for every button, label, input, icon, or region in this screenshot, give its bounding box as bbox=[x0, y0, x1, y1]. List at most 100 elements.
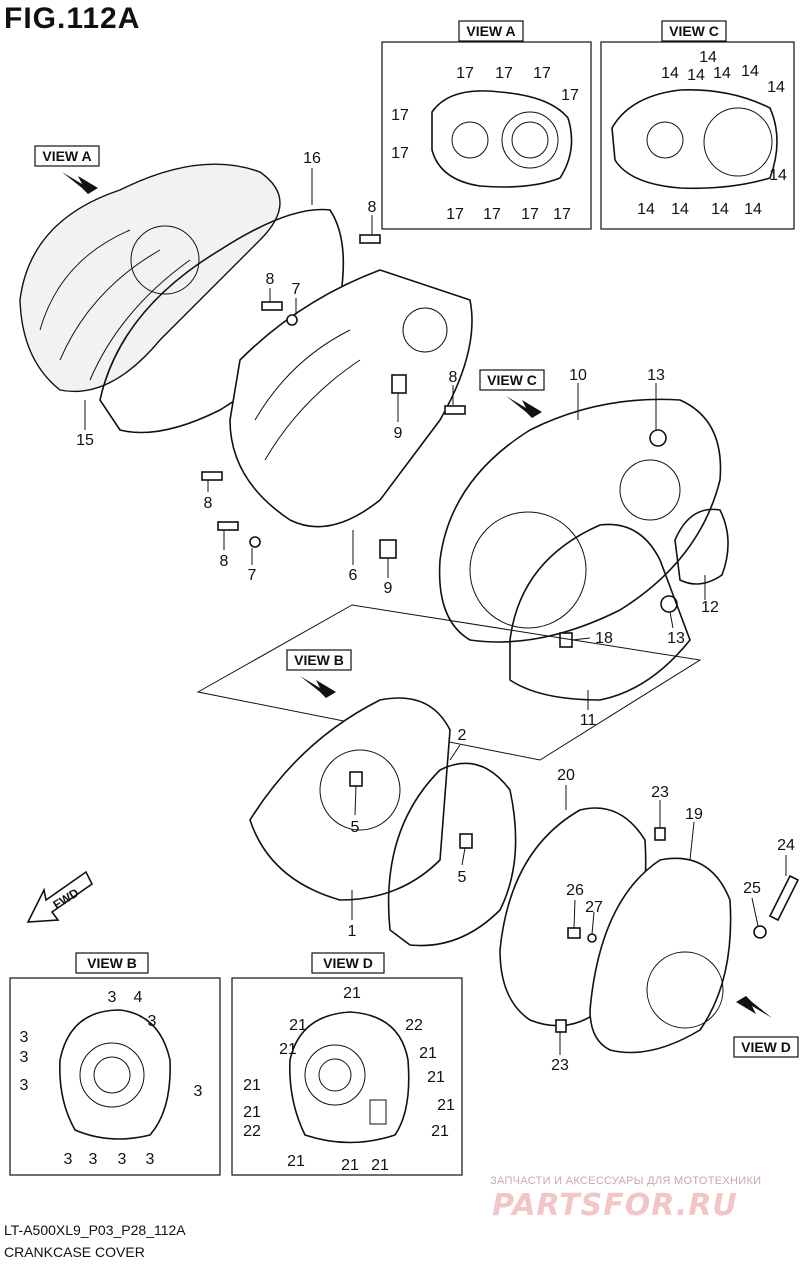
dowel-5-b bbox=[459, 833, 473, 849]
watermark-logo: PARTSFOR.RU bbox=[492, 1188, 738, 1223]
label-21-d2: 21 bbox=[289, 1017, 307, 1034]
view-d-inset: VIEW D bbox=[231, 952, 463, 1176]
label-7-b: 7 bbox=[248, 567, 257, 584]
label-24: 24 bbox=[777, 837, 795, 854]
washer-27 bbox=[587, 933, 597, 943]
dowel-9-upper bbox=[391, 374, 407, 394]
label-14-c2: 14 bbox=[661, 65, 679, 82]
label-21-d1: 21 bbox=[343, 985, 361, 1002]
view-a-tag-box bbox=[458, 20, 524, 42]
label-7-a: 7 bbox=[292, 281, 301, 298]
view-a-opening-left bbox=[451, 121, 489, 159]
plug-24 bbox=[768, 874, 800, 922]
bolt-8-a bbox=[359, 234, 381, 244]
label-17-a3: 17 bbox=[533, 65, 551, 82]
inner-cover-ribs bbox=[254, 329, 361, 461]
label-23-b: 23 bbox=[551, 1057, 569, 1074]
inner-cover-boss bbox=[402, 307, 448, 353]
label-17-a2: 17 bbox=[495, 65, 513, 82]
label-14-c6: 14 bbox=[767, 79, 785, 96]
forward-direction-arrow: FWD bbox=[26, 870, 94, 923]
label-17-a5: 17 bbox=[391, 107, 409, 124]
crankcase-cover-disc bbox=[319, 749, 401, 831]
bolt-26 bbox=[567, 927, 581, 939]
oil-seal-13-a bbox=[649, 429, 667, 447]
water-pump-cover bbox=[589, 857, 732, 1054]
label-17-a1: 17 bbox=[456, 65, 474, 82]
dowel-9-lower bbox=[379, 539, 397, 559]
label-21-d6: 21 bbox=[427, 1069, 445, 1086]
label-14-c8: 14 bbox=[637, 201, 655, 218]
view-d-tag-box bbox=[311, 952, 385, 974]
label-22-d2: 22 bbox=[243, 1123, 261, 1140]
bolt-8-c bbox=[444, 405, 466, 415]
washer-25 bbox=[753, 925, 767, 939]
figure-code: LT-A500XL9_P03_P28_112A bbox=[4, 1222, 186, 1238]
view-b-tag-box bbox=[75, 952, 149, 974]
view-d-disc-outer bbox=[304, 1044, 366, 1106]
label-12: 12 bbox=[701, 599, 719, 616]
label-21-d3: 21 bbox=[279, 1041, 297, 1058]
leader-lines bbox=[84, 168, 787, 1055]
outer-clutch-cover bbox=[19, 163, 281, 393]
label-8-d: 8 bbox=[204, 495, 213, 512]
label-8-e: 8 bbox=[220, 553, 229, 570]
view-d-cover bbox=[288, 1011, 410, 1144]
label-14-c11: 14 bbox=[744, 201, 762, 218]
label-2: 2 bbox=[458, 727, 467, 744]
dowel-23-a bbox=[654, 827, 666, 841]
label-6: 6 bbox=[349, 567, 358, 584]
view-a-tag: VIEW A bbox=[466, 23, 515, 39]
view-c-tag: VIEW C bbox=[669, 23, 719, 39]
label-3-b8: 3 bbox=[89, 1151, 98, 1168]
plug-18 bbox=[559, 632, 573, 648]
label-20: 20 bbox=[557, 767, 575, 784]
gasket-11 bbox=[509, 523, 691, 701]
outer-cover-gasket bbox=[99, 208, 345, 434]
dowel-5-a bbox=[349, 771, 363, 787]
label-21-d7: 21 bbox=[243, 1104, 261, 1121]
label-3-b4: 3 bbox=[20, 1049, 29, 1066]
label-14-c5: 14 bbox=[741, 63, 759, 80]
label-21-d11: 21 bbox=[341, 1157, 359, 1174]
label-15: 15 bbox=[76, 432, 94, 449]
label-13-b: 13 bbox=[667, 630, 685, 647]
label-21-d12: 21 bbox=[371, 1157, 389, 1174]
label-21-d4: 21 bbox=[419, 1045, 437, 1062]
view-d-arrow bbox=[736, 996, 772, 1018]
label-3-b5: 3 bbox=[20, 1077, 29, 1094]
view-a-arrow bbox=[62, 172, 98, 194]
label-3-b6: 3 bbox=[194, 1083, 203, 1100]
bolts-and-washers bbox=[201, 234, 466, 548]
label-10: 10 bbox=[569, 367, 587, 384]
label-27: 27 bbox=[585, 899, 603, 916]
view-b-inset: VIEW B bbox=[9, 952, 221, 1176]
label-3-b2: 3 bbox=[148, 1013, 157, 1030]
label-14-c10: 14 bbox=[711, 201, 729, 218]
label-11: 11 bbox=[580, 712, 597, 729]
view-a-pointer-tag-box bbox=[34, 145, 100, 167]
generator-cover-boss bbox=[619, 459, 681, 521]
label-4: 4 bbox=[134, 989, 143, 1006]
water-pump-cover-disc bbox=[646, 951, 724, 1029]
inner-clutch-cover bbox=[229, 269, 473, 559]
view-d-boss bbox=[369, 1099, 387, 1125]
label-21-d10: 21 bbox=[287, 1153, 305, 1170]
label-14-c3: 14 bbox=[687, 67, 705, 84]
dowel-23-b bbox=[555, 1019, 567, 1033]
view-b-tag: VIEW B bbox=[87, 955, 137, 971]
view-c-arrow bbox=[506, 396, 542, 418]
label-16: 16 bbox=[303, 150, 321, 167]
bolt-8-e bbox=[217, 521, 239, 531]
outer-clutch-cover-assembly: VIEW A bbox=[19, 145, 345, 434]
label-8-b: 8 bbox=[266, 271, 275, 288]
outer-cover-ribs bbox=[39, 229, 191, 381]
crankcase-cover bbox=[249, 697, 451, 901]
generator-cover-assembly: VIEW C bbox=[438, 369, 729, 701]
water-pump-cover-assembly: VIEW D bbox=[499, 807, 800, 1058]
bolt-8-d bbox=[201, 471, 223, 481]
figure-name: CRANKCASE COVER bbox=[4, 1244, 145, 1260]
label-17-a6: 17 bbox=[391, 145, 409, 162]
crankcase-cover-gasket bbox=[387, 762, 517, 947]
